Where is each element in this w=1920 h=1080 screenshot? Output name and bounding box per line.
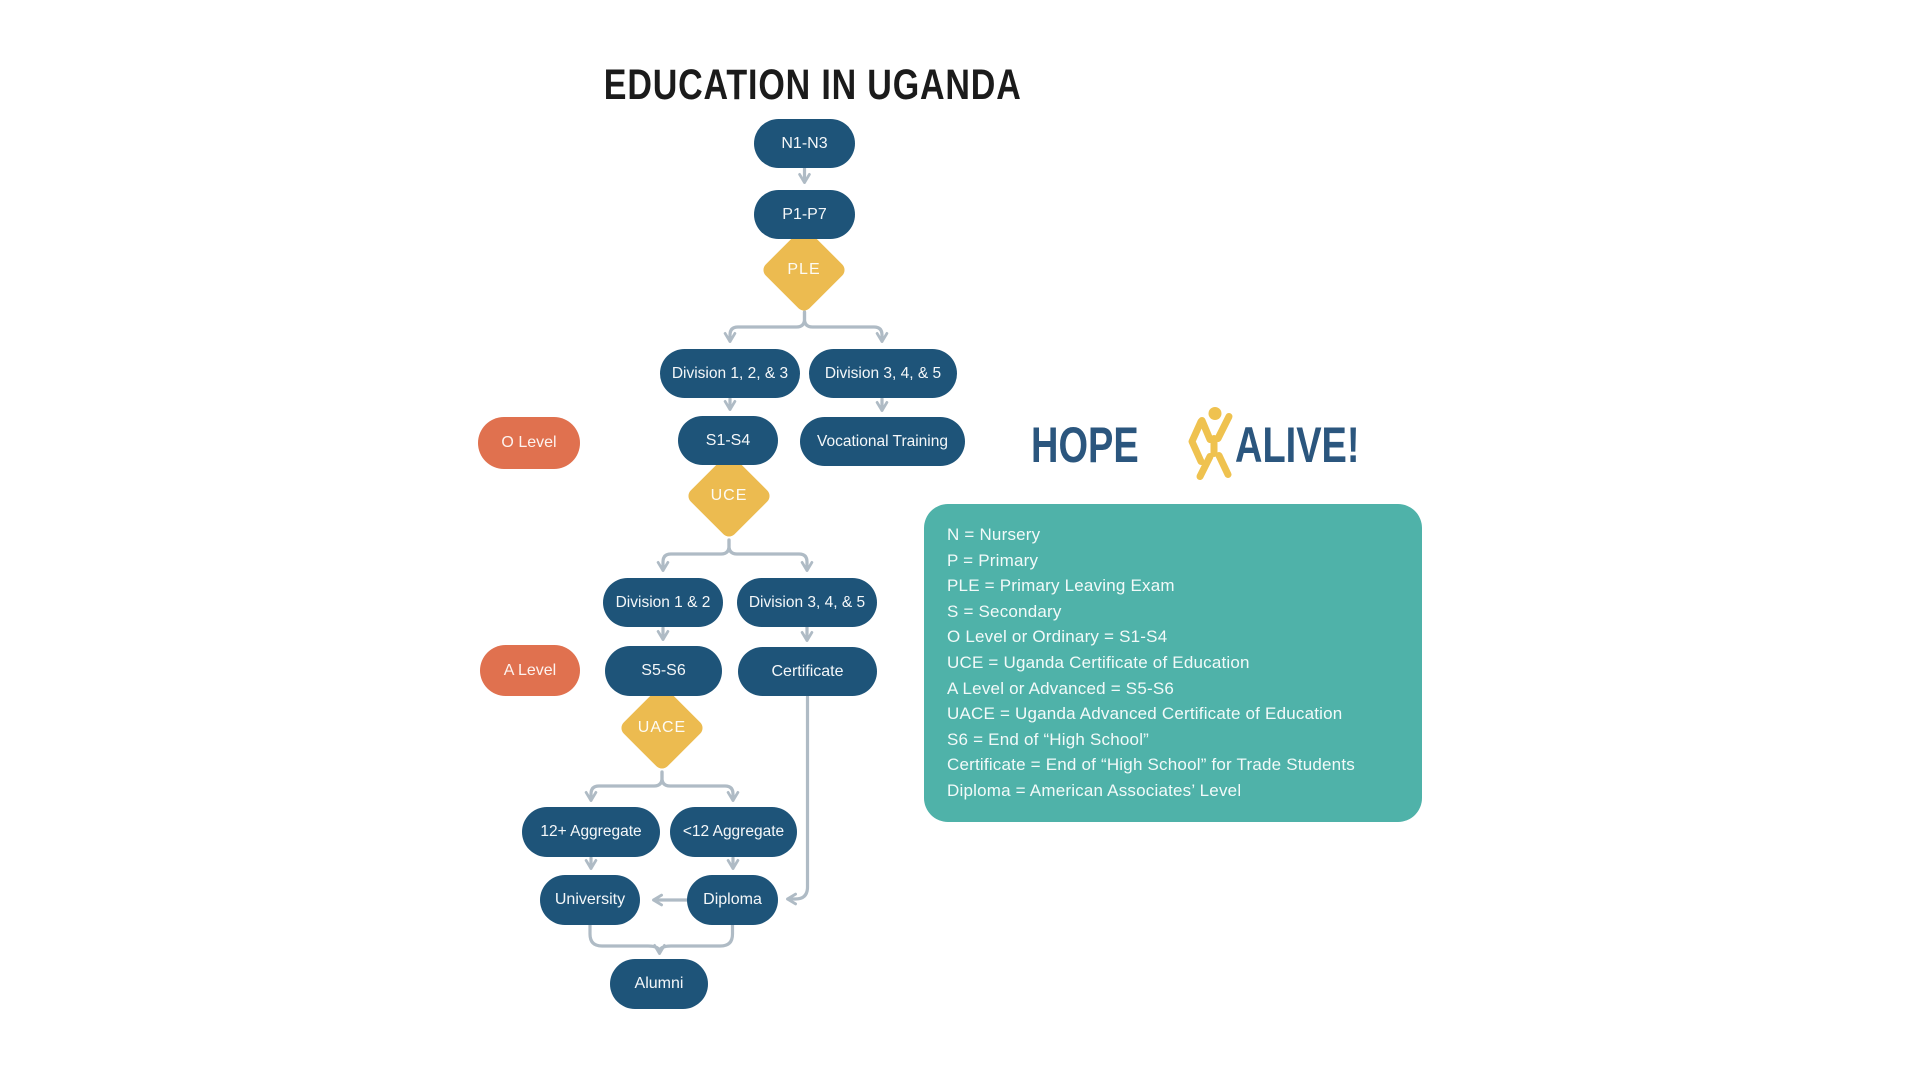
stage-node-12plus-aggregate: 12+ Aggregate xyxy=(522,807,660,857)
jumping-person-icon xyxy=(1188,407,1233,480)
stage-node-diploma: Diploma xyxy=(687,875,778,925)
exam-node-ple: PLE xyxy=(760,226,848,314)
exam-label: PLE xyxy=(787,261,821,278)
legend-item: O Level or Ordinary = S1-S4 xyxy=(947,627,1168,647)
exam-node-uace: UACE xyxy=(618,684,706,772)
stage-node-alumni: Alumni xyxy=(610,959,708,1009)
stage-node-division-1-2: Division 1 & 2 xyxy=(603,578,723,627)
logo-word-hope: HOPE xyxy=(1031,416,1139,473)
legend-item: P = Primary xyxy=(947,550,1039,570)
legend-item: Diploma = American Associates’ Level xyxy=(947,780,1242,800)
stage-node-university: University xyxy=(540,875,640,925)
legend-item: PLE = Primary Leaving Exam xyxy=(947,576,1175,596)
stage-node-certificate: Certificate xyxy=(738,647,877,696)
level-label-a-level: A Level xyxy=(480,645,580,696)
legend-item: UACE = Uganda Advanced Certificate of Ed… xyxy=(947,704,1343,724)
level-label-o-level: O Level xyxy=(478,417,580,469)
legend-item: S = Secondary xyxy=(947,601,1062,621)
stage-node-vocational-training: Vocational Training xyxy=(800,417,965,466)
stage-node-division-3-4-5-uce: Division 3, 4, & 5 xyxy=(737,578,877,627)
legend-item: S6 = End of “High School” xyxy=(947,729,1150,749)
exam-node-uce: UCE xyxy=(685,452,773,540)
stage-node-primary: P1-P7 xyxy=(754,190,855,239)
stage-node-s5-s6: S5-S6 xyxy=(605,646,722,696)
stage-node-division-3-4-5-ple: Division 3, 4, & 5 xyxy=(809,349,957,398)
legend-item: Certificate = End of “High School” for T… xyxy=(947,755,1355,775)
stage-node-division-1-2-3: Division 1, 2, & 3 xyxy=(660,349,800,398)
legend-item: A Level or Advanced = S5-S6 xyxy=(947,678,1175,698)
stage-node-under12-aggregate: <12 Aggregate xyxy=(670,807,797,857)
logo-word-alive: ALIVE! xyxy=(1234,416,1360,473)
legend-item: N = Nursery xyxy=(947,525,1041,544)
legend-box: N = Nursery P = Primary PLE = Primary Le… xyxy=(924,504,1422,822)
stage-node-nursery: N1-N3 xyxy=(754,119,855,168)
exam-label: UACE xyxy=(637,719,687,736)
stage-node-s1-s4: S1-S4 xyxy=(678,416,778,465)
legend-item: UCE = Uganda Certificate of Education xyxy=(947,652,1250,672)
hope-alive-logo: HOPE ALIVE! xyxy=(1031,406,1399,483)
page-title: EDUCATION IN UGANDA xyxy=(603,60,1022,109)
exam-label: UCE xyxy=(710,487,748,504)
